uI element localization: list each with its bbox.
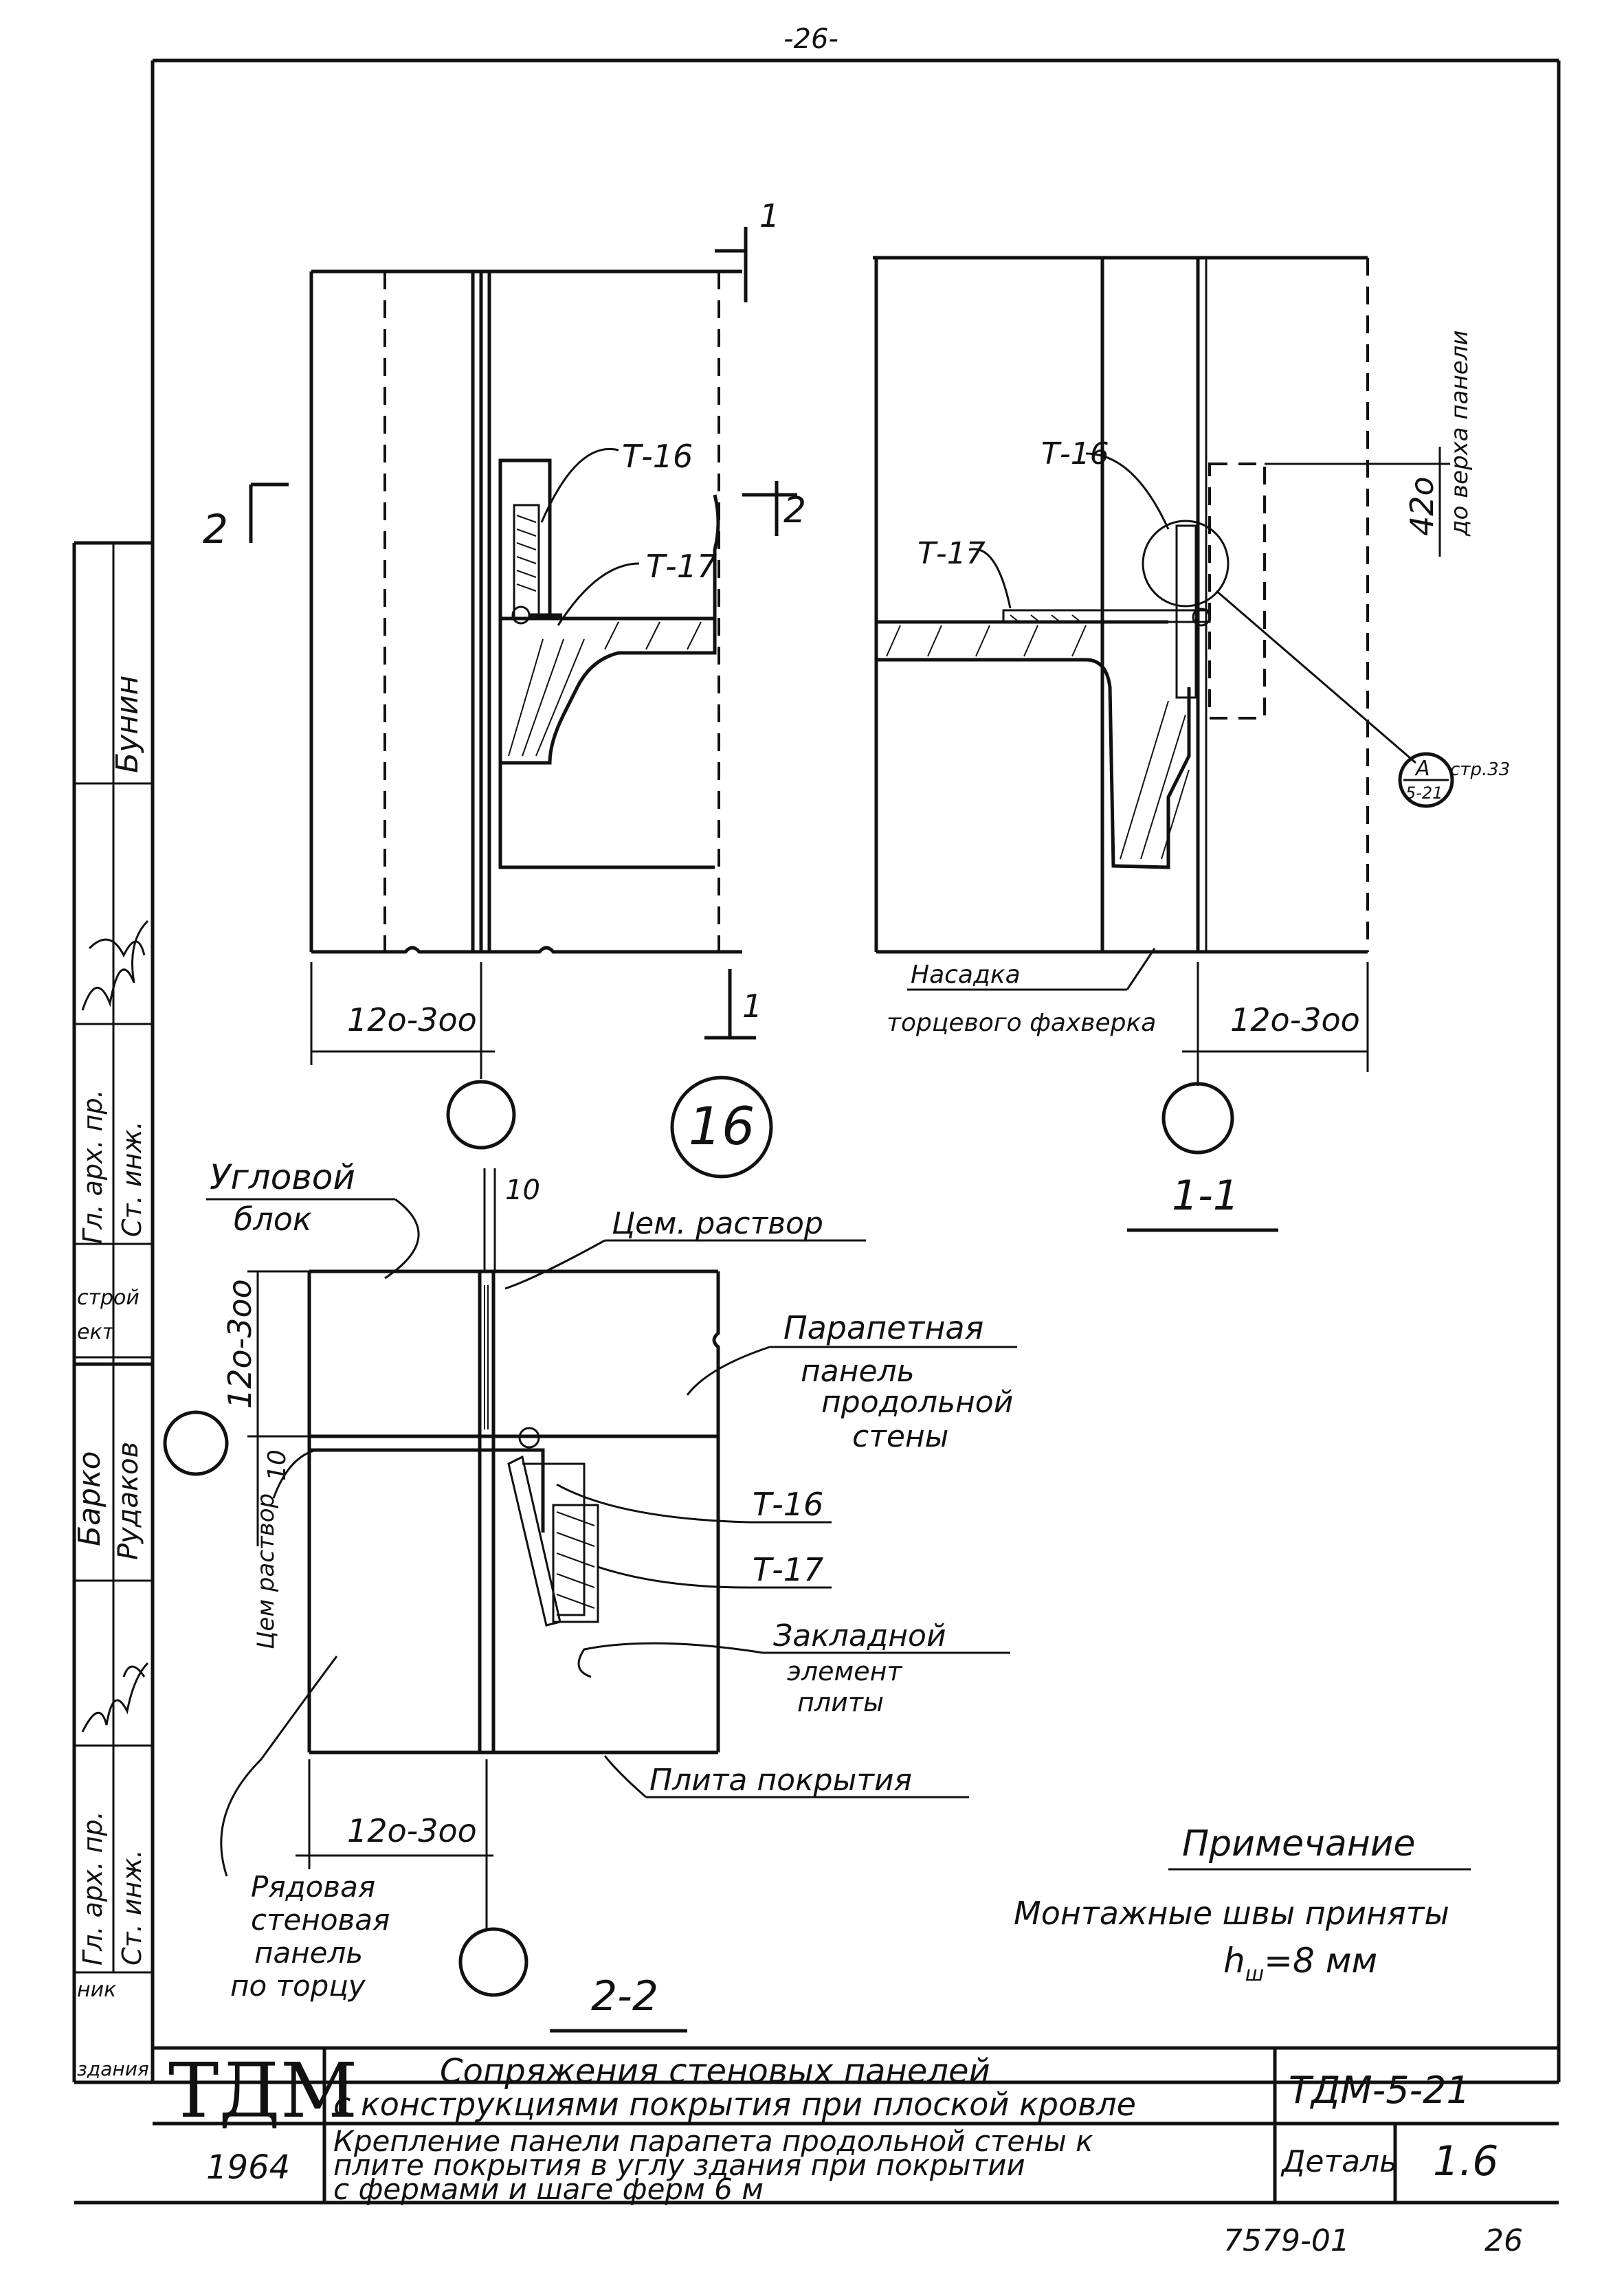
desc-line1: Крепление панели парапета продольной сте… (333, 2124, 1093, 2158)
section-1-1: А 5-21 стр.33 Т-16 Т-17 42о до верха пан… (873, 256, 1510, 1232)
sec22-row-panel-4: по торцу (230, 1969, 366, 2003)
sec22-gap-side: 10 (263, 1449, 291, 1481)
sec11-height-note: до верха панели (1446, 331, 1473, 537)
sec22-embedded-2: элемент (787, 1656, 903, 1686)
desc-line2: плите покрытия в углу здания при покрыти… (333, 2148, 1025, 2182)
sec22-cement-mortar: Цем. раствор (612, 1206, 823, 1241)
note-value: =8 мм (1264, 1941, 1377, 1981)
sec22-row-panel-3: панель (254, 1936, 363, 1970)
sec22-parapet-1: Парапетная (783, 1309, 983, 1346)
sec22-gap-top: 10 (505, 1174, 540, 1206)
stamp-fragment-4: здания (77, 2058, 149, 2080)
side-stamp: Бунин Барко Рудаков Гл. арх. пр. Ст. инж… (72, 541, 153, 2082)
sec11-dim: 12о-3оо (1230, 1001, 1360, 1038)
elev-axis-bubble (446, 1080, 516, 1150)
elev-label-t17: Т-17 (646, 548, 717, 585)
detail-ref-letter: А (1414, 757, 1430, 781)
title-year: 1964 (206, 2148, 290, 2187)
footer-archive-code: 7579-01 (1223, 2223, 1350, 2258)
sec22-dim-vertical: 12о-3оо (221, 1279, 258, 1409)
sec11-axis-bubble (1161, 1082, 1234, 1155)
stamp-fragment-1: строй (77, 1286, 140, 1310)
stamp-fragment-3: ник (77, 1978, 116, 2002)
sec22-corner-block-2: блок (234, 1201, 312, 1238)
detail-ref-sheet: 5-21 (1405, 783, 1443, 803)
stamp-name-2: Барко (72, 1451, 107, 1546)
sec11-height-dim: 42о (1403, 476, 1441, 536)
elev-cut-mark-1-bottom: 1 (742, 988, 762, 1025)
stamp-fragment-2: ект (77, 1320, 115, 1344)
sec22-dim-bottom: 12о-3оо (347, 1812, 477, 1849)
note: Примечание Монтажные швы приняты hш=8 мм (1014, 1823, 1471, 1986)
sec22-title: 2-2 (591, 1972, 658, 2020)
note-line2: hш=8 мм (1223, 1941, 1377, 1986)
elev-label-t16: Т-16 (622, 438, 693, 475)
sec22-left-axis-bubble (163, 1410, 229, 1476)
title-line1: Сопряжения стеновых панелей (440, 2052, 990, 2091)
detail-label: Деталь (1280, 2144, 1397, 2179)
sec22-cement-vertical: Цем раствор (252, 1493, 280, 1649)
sheet-frame (74, 58, 1561, 2084)
sec22-parapet-2: панель (801, 1354, 915, 1389)
sec11-label-t17: Т-17 (917, 536, 986, 571)
detail-ref-bubble (1398, 752, 1454, 808)
sec11-title: 1-1 (1172, 1172, 1239, 1220)
logo-tdm: ТДМ (168, 2047, 357, 2135)
page-number: -26- (783, 23, 838, 55)
title-line2: с конструкциями покрытия при плоской кро… (333, 2086, 1136, 2123)
sec22-row-panel-1: Рядовая (251, 1870, 375, 1904)
note-line1: Монтажные швы приняты (1014, 1895, 1449, 1932)
title-block: ТДМ 1964 Сопряжения стеновых панелей с к… (74, 2046, 1559, 2206)
elev-cut-mark-2-left: 2 (203, 506, 228, 553)
sec22-row-panel-2: стеновая (251, 1903, 390, 1937)
elevation-view: Т-16 Т-17 1 1 2 2 12о-3оо (203, 197, 806, 1150)
elev-cut-mark-1-top: 1 (759, 197, 779, 234)
sec22-parapet-4: стены (852, 1419, 948, 1454)
drawing-code: ТДМ-5-21 (1289, 2069, 1470, 2112)
section-2-2: 10 Цем. раствор 12о-3оо 10 Цем раствор У… (163, 1157, 1017, 2033)
note-h: h (1223, 1941, 1245, 1981)
sec11-label-t16: Т-16 (1041, 436, 1109, 471)
detail-marker-number: 16 (689, 1095, 755, 1157)
stamp-role-2: Ст. инж. (117, 1121, 147, 1237)
sec11-nasadka-1: Насадка (911, 961, 1021, 989)
sec22-roof-slab: Плита покрытия (649, 1763, 912, 1798)
elev-cut-mark-2-right: 2 (783, 490, 806, 531)
sec22-axis-bubble (458, 1927, 529, 1997)
stamp-role-4: Ст. инж. (117, 1849, 147, 1965)
detail-marker-circle (670, 1076, 773, 1179)
desc-line3: с фермами и шаге ферм 6 м (333, 2172, 764, 2206)
detail-number: 1.6 (1433, 2137, 1498, 2185)
stamp-name-1: Бунин (110, 676, 145, 773)
elev-dim-label: 12о-3оо (347, 1001, 477, 1038)
stamp-role-1: Гл. арх. пр. (78, 1089, 108, 1244)
sec11-nasadka-2: торцевого фахверка (887, 1009, 1156, 1037)
detail-ref-page: стр.33 (1450, 759, 1510, 780)
signature-1 (81, 920, 149, 1011)
signature-2 (81, 1662, 149, 1733)
sec22-embedded-1: Закладной (773, 1618, 946, 1653)
sec22-embedded-3: плиты (797, 1687, 884, 1717)
note-h-sub: ш (1245, 1962, 1264, 1986)
note-title: Примечание (1182, 1823, 1416, 1864)
stamp-role-3: Гл. арх. пр. (78, 1811, 108, 1965)
sec22-corner-block-1: Угловой (210, 1157, 355, 1197)
stamp-name-3: Рудаков (113, 1442, 144, 1560)
sec22-label-t16: Т-16 (753, 1486, 823, 1523)
sec22-parapet-3: продольной (821, 1385, 1013, 1420)
footer-page: 26 (1484, 2223, 1523, 2258)
sec22-label-t17: Т-17 (753, 1551, 823, 1588)
